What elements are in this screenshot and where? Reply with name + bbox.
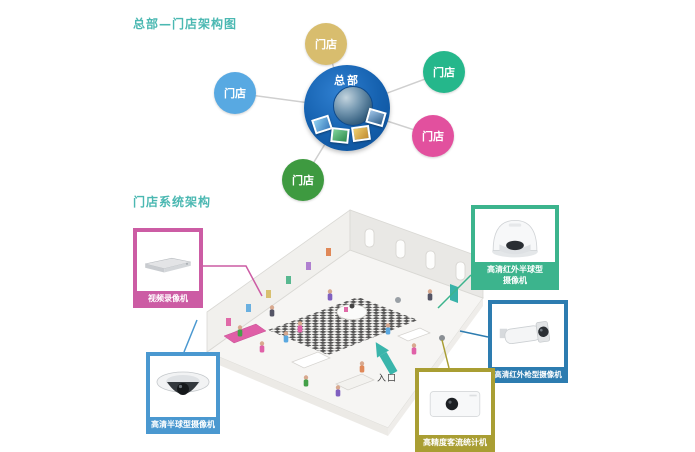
- dome-camera-image: [150, 356, 216, 418]
- callout-people-counter: 高精度客流统计机: [415, 368, 495, 452]
- entrance-arrow-icon: [375, 342, 398, 376]
- people-counter-image: [419, 372, 491, 436]
- product-thumbnail-icon: [311, 114, 333, 135]
- callout-hd-ir-dome-camera: 高清红外半球型 摄像机: [471, 205, 559, 290]
- entrance-label: 入口: [377, 374, 398, 384]
- store-illustration: [205, 209, 484, 436]
- device-label: 视频录像机: [148, 294, 188, 304]
- callout-hd-dome-camera: 高清半球型摄像机: [146, 352, 220, 434]
- store-diagram-title: 门店系统架构: [133, 195, 212, 209]
- device-label: 高清半球型摄像机: [151, 420, 215, 430]
- bullet-camera-image: [492, 304, 564, 367]
- callout-video-recorder: 视频录像机: [133, 228, 203, 308]
- device-label: 高精度客流统计机: [423, 438, 487, 448]
- globe-image: [333, 86, 373, 126]
- device-label: 高清红外枪型摄像机: [494, 369, 562, 379]
- nvr-image: [137, 232, 199, 292]
- store-circle-left: 门店: [214, 72, 256, 114]
- product-thumbnail-icon: [330, 127, 350, 144]
- ir-dome-camera-image: [475, 209, 555, 263]
- hq-hub-label: 总部: [334, 74, 360, 87]
- product-thumbnail-icon: [351, 124, 371, 143]
- store-circle-right: 门店: [412, 115, 454, 157]
- callout-connectors: [183, 265, 489, 369]
- store-circle-bottom: 门店: [282, 159, 324, 201]
- store-circle-top: 门店: [305, 23, 347, 65]
- store-circle-right-top: 门店: [423, 51, 465, 93]
- callout-hd-ir-bullet-camera: 高清红外枪型摄像机: [488, 300, 568, 383]
- hq-hub-circle: 总部: [304, 65, 390, 151]
- hq-diagram-title: 总部—门店架构图: [133, 17, 238, 31]
- clothing-racks: [226, 248, 331, 326]
- wall-arches: [364, 228, 466, 281]
- device-label: 高清红外半球型 摄像机: [487, 265, 543, 286]
